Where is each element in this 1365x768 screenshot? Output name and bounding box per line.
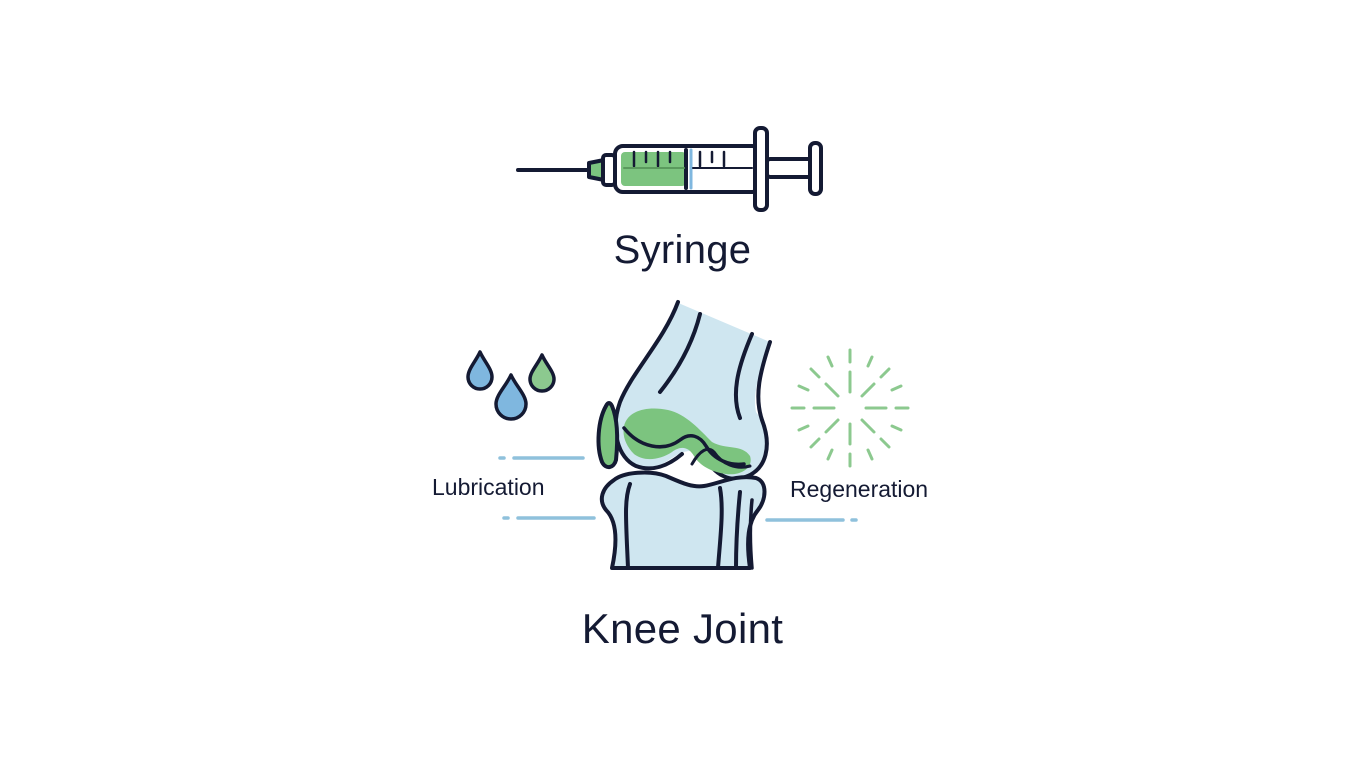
tibia bbox=[599, 470, 767, 570]
syringe-plunger-rod bbox=[765, 157, 813, 179]
lubrication-connectors bbox=[498, 456, 596, 520]
knee-joint-icon bbox=[596, 300, 772, 570]
syringe-graduations bbox=[623, 150, 753, 169]
patella bbox=[596, 401, 620, 469]
starburst-icon bbox=[790, 348, 910, 468]
knee-joint-title: Knee Joint bbox=[581, 605, 784, 652]
water-drop-icon bbox=[466, 350, 556, 421]
drop-3 bbox=[494, 373, 528, 421]
syringe-icon bbox=[516, 126, 823, 212]
regeneration-label: Regeneration bbox=[790, 476, 929, 502]
lubrication-label: Lubrication bbox=[432, 474, 545, 500]
syringe-title: Syringe bbox=[613, 228, 752, 272]
drop-1 bbox=[466, 350, 494, 391]
drop-2 bbox=[528, 353, 556, 393]
syringe-thumb-press bbox=[808, 141, 823, 196]
